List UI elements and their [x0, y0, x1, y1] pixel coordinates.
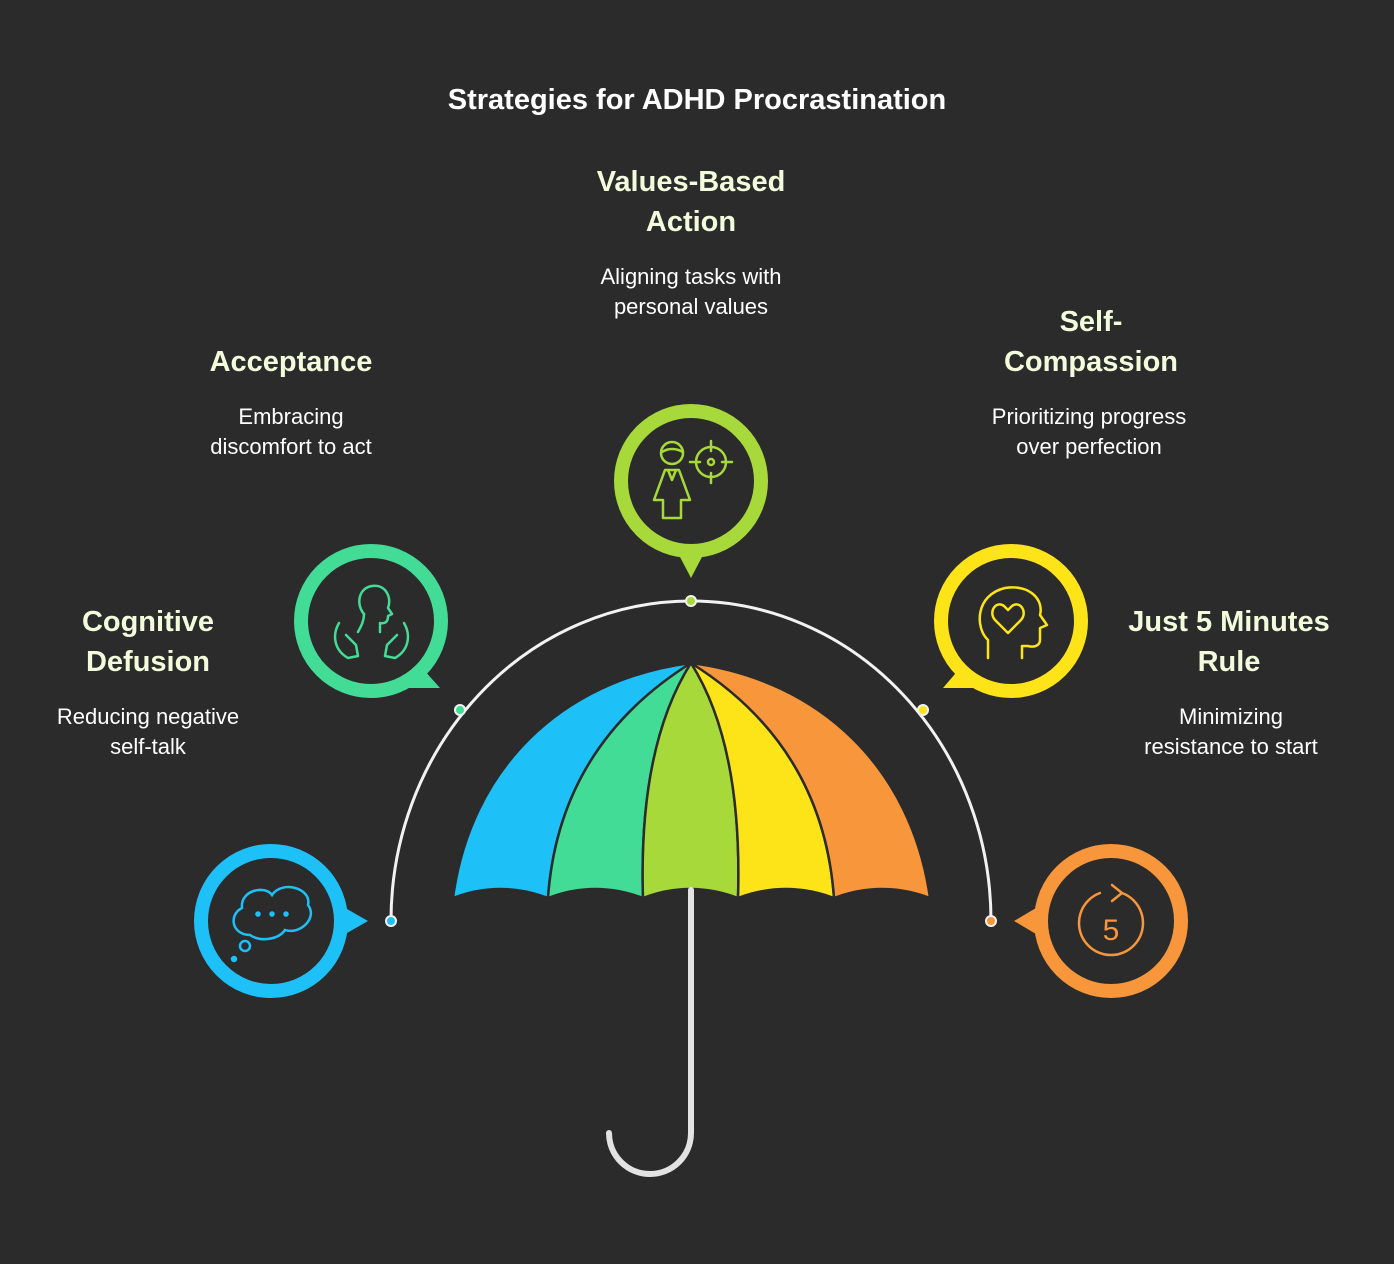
person-open-hands-icon	[333, 584, 410, 660]
strategy-heading-cognitive-defusion: Cognitive Defusion	[28, 602, 268, 682]
arc-dot-1	[385, 915, 397, 927]
strategy-bubble-2	[294, 544, 448, 698]
heading-line: Self-	[1059, 306, 1123, 338]
page-title: Strategies for ADHD Procrastination	[447, 84, 947, 116]
heading-line: Values-Based	[596, 166, 786, 198]
strategy-bubble-4	[934, 544, 1088, 698]
strategy-heading-self-compassion: Self- Compassion	[951, 302, 1231, 382]
heading-line: Cognitive	[81, 606, 215, 638]
timer-digit: 5	[1103, 914, 1120, 947]
heading-line: Acceptance	[209, 346, 373, 378]
desc-line: over perfection	[1016, 434, 1162, 459]
desc-line: Minimizing	[1179, 704, 1283, 729]
strategy-bubble-3	[614, 404, 768, 578]
arc-dot-4	[917, 704, 929, 716]
strategy-bubble-1	[194, 844, 368, 998]
heading-line: Rule	[1197, 646, 1261, 678]
desc-line: Aligning tasks with	[600, 264, 782, 289]
heading-line: Defusion	[85, 646, 211, 678]
desc-line: Prioritizing progress	[991, 404, 1187, 429]
person-target-icon	[652, 439, 734, 520]
desc-line: resistance to start	[1144, 734, 1318, 759]
umbrella-handle	[606, 887, 694, 1177]
thought-bubble-icon	[230, 885, 312, 963]
strategy-heading-just-5-minutes-rule: Just 5 Minutes Rule	[1089, 602, 1369, 682]
strategy-desc-acceptance: Embracing discomfort to act	[161, 402, 421, 462]
canopy-panel-5	[690, 661, 932, 900]
strategy-heading-values-based-action: Values-Based Action	[541, 162, 841, 242]
strategy-desc-values-based-action: Aligning tasks with personal values	[541, 262, 841, 322]
five-minute-timer-icon	[1077, 883, 1145, 957]
heading-line: Just 5 Minutes	[1128, 606, 1330, 638]
heading-line: Action	[645, 206, 737, 238]
strategy-desc-cognitive-defusion: Reducing negative self-talk	[18, 702, 278, 762]
head-heart-icon	[978, 586, 1049, 660]
desc-line: self-talk	[110, 734, 186, 759]
desc-line: discomfort to act	[210, 434, 372, 459]
strategy-heading-acceptance: Acceptance	[166, 342, 416, 382]
strategy-bubble-5: 5	[1014, 844, 1188, 998]
umbrella-canopy	[451, 660, 932, 900]
heading-line: Compassion	[1003, 346, 1179, 378]
strategy-desc-self-compassion: Prioritizing progress over perfection	[939, 402, 1239, 462]
arc-dot-2	[454, 704, 466, 716]
desc-line: Embracing	[238, 404, 344, 429]
arc-dot-5	[985, 915, 997, 927]
strategy-desc-just-5-minutes-rule: Minimizing resistance to start	[1089, 702, 1373, 762]
arc-dot-3	[685, 595, 697, 607]
desc-line: Reducing negative	[56, 704, 240, 729]
desc-line: personal values	[613, 294, 769, 319]
